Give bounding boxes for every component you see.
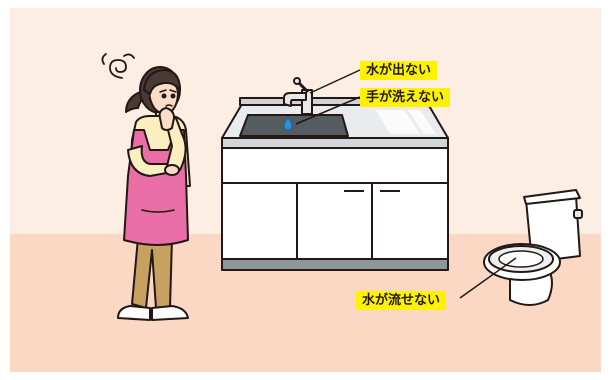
toilet	[483, 189, 583, 306]
water-drop-icon	[283, 116, 293, 131]
worry-swirl-icon	[101, 53, 135, 79]
label-cannot-wash-hands: 手が洗えない	[360, 88, 451, 107]
worried-woman	[101, 53, 191, 321]
label-no-water: 水が出ない	[360, 61, 438, 80]
kitchen-sink-cabinet	[221, 97, 449, 271]
label-pointers	[295, 69, 517, 299]
label-cannot-flush: 水が流せない	[356, 291, 447, 310]
faucet	[283, 77, 313, 115]
